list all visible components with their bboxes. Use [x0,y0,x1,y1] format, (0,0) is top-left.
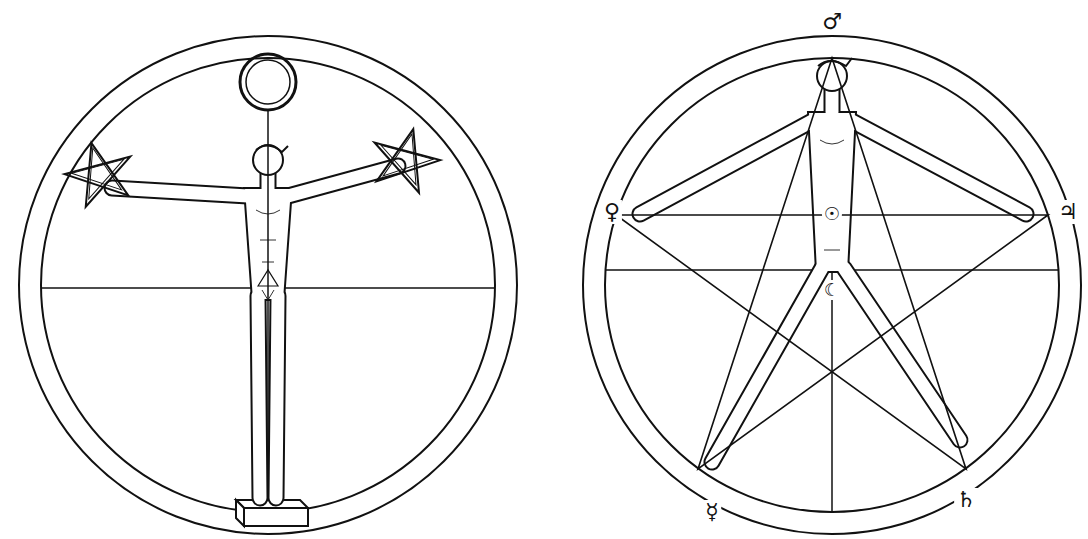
planet-symbol: ☾ [822,280,842,300]
planet-symbol: ☉ [822,204,842,224]
planet-symbol: ♄ [954,488,978,512]
planet-symbol: ♃ [1056,200,1080,224]
planet-symbol: ☿ [703,500,721,524]
planet-symbol: ♂ [820,10,844,34]
planet-symbol: ♀ [602,200,622,224]
